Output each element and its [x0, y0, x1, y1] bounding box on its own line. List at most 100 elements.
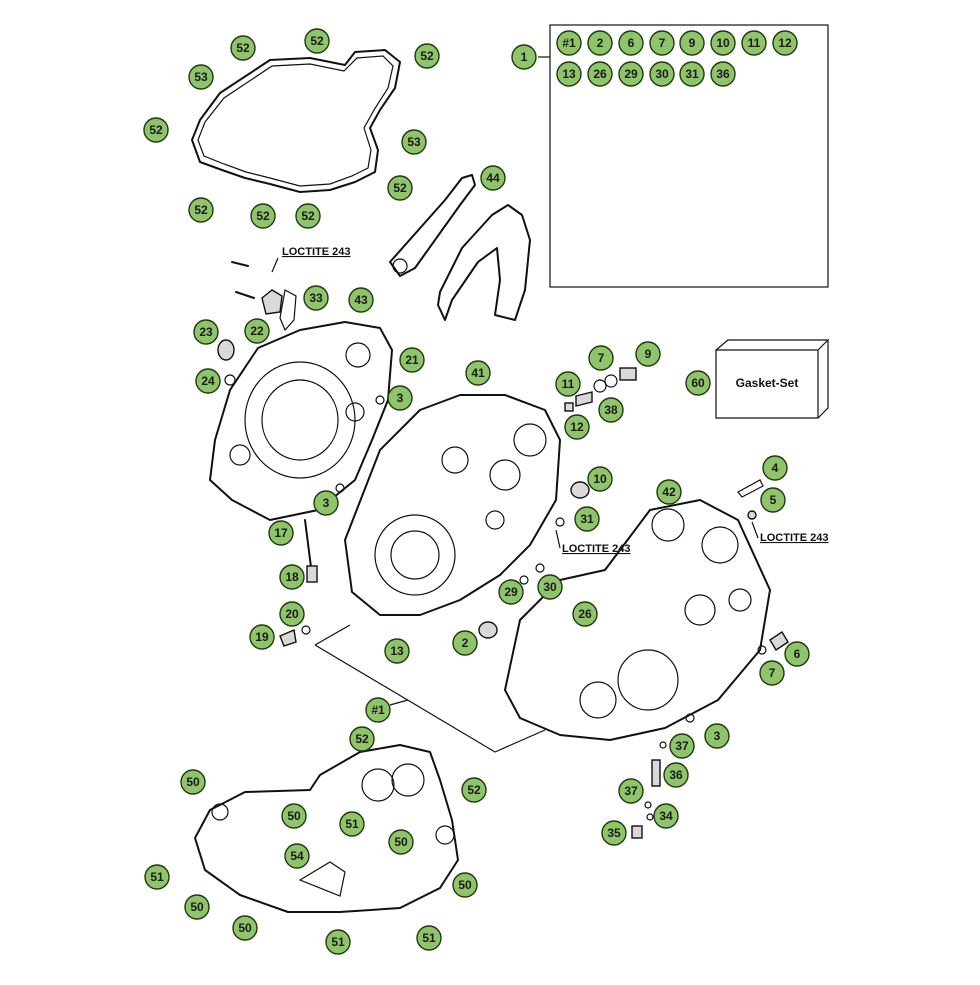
part-callout-badge	[250, 203, 276, 229]
kit-item-callout: 2	[587, 30, 613, 56]
part-callout-label: 50	[287, 809, 301, 823]
kit-item-callout-label: 2	[597, 36, 604, 50]
bottom-gasket-insert-54	[298, 861, 346, 897]
kit-item-callout: 29	[618, 61, 644, 87]
part-callout: 20	[279, 601, 305, 627]
kit-item-callout-badge	[679, 30, 705, 56]
left-case-bore-1	[513, 423, 547, 457]
kickstart-lever	[389, 174, 531, 321]
part-callout-label: 52	[355, 732, 369, 746]
left-crankcase-half	[344, 394, 561, 616]
part-callout-badge	[465, 360, 491, 386]
part-callout-label: 51	[150, 870, 164, 884]
part-callout-badge	[601, 820, 627, 846]
kit-item-callout-label: 26	[593, 67, 607, 81]
part-callout-label: 7	[598, 351, 605, 365]
part-callout-badge	[249, 624, 275, 650]
part-callout-badge	[268, 520, 294, 546]
part-callout: 29	[498, 579, 524, 605]
part-callout-badge	[784, 641, 810, 667]
bracket-33	[279, 289, 297, 332]
part-callout-badge	[184, 894, 210, 920]
part-callout-label: 17	[274, 526, 288, 540]
part-callout: 18	[279, 564, 305, 590]
part-callout: 3	[313, 490, 339, 516]
part-callout-badge	[498, 579, 524, 605]
plug-35	[631, 825, 643, 839]
part-callout: 34	[653, 803, 679, 829]
kit-item-callout-label: 7	[659, 36, 666, 50]
part-callout: 5	[760, 487, 786, 513]
part-callout: 52	[143, 117, 169, 143]
part-callout-label: 7	[769, 666, 776, 680]
part-callout: 37	[669, 733, 695, 759]
part-callout: 7	[759, 660, 785, 686]
kit-item-callout-label: 30	[655, 67, 669, 81]
part-callout-badge	[230, 35, 256, 61]
part-callout-badge	[339, 811, 365, 837]
part-callout: 51	[339, 811, 365, 837]
part-callout-label: 30	[543, 580, 557, 594]
kick-lever-arm	[389, 174, 476, 277]
part-callout: 50	[452, 872, 478, 898]
part-callout-label: 53	[407, 135, 421, 149]
part-callout-badge	[555, 371, 581, 397]
kit-item-callout: 36	[710, 61, 736, 87]
loctite-leader-top	[271, 257, 279, 273]
part-callout: 6	[784, 641, 810, 667]
part-callout: 35	[601, 820, 627, 846]
part-callout: 11	[555, 371, 581, 397]
part-callout-label: 51	[422, 931, 436, 945]
part-callout: 50	[281, 803, 307, 829]
kit-item-callout-label: 13	[562, 67, 576, 81]
part-callout-badge	[572, 601, 598, 627]
part-callout-badge	[284, 843, 310, 869]
left-case-bearing	[374, 514, 456, 596]
part-callout-label: 42	[662, 485, 676, 499]
part-callout-label: 6	[794, 647, 801, 661]
kit-item-callout-badge	[556, 61, 582, 87]
kit-item-callout: 26	[587, 61, 613, 87]
part-callout-badge	[574, 506, 600, 532]
part-callout-badge	[618, 778, 644, 804]
part-callout: 41	[465, 360, 491, 386]
part-callout-badge	[244, 318, 270, 344]
part-callout-badge	[635, 341, 661, 367]
part-callout-label: 52	[310, 34, 324, 48]
part-callout-badge	[365, 697, 391, 723]
part-callout-badge	[461, 777, 487, 803]
case-gasket-reference	[314, 624, 546, 753]
part-9	[619, 367, 637, 381]
washer-31	[555, 517, 565, 527]
part-callout-badge	[416, 925, 442, 951]
crankcase-gasket	[194, 744, 459, 913]
right-case-bore-4	[579, 681, 617, 719]
kit-callout: 1	[511, 44, 537, 70]
kit-item-callout: 7	[649, 30, 675, 56]
part-callout-label: 52	[149, 123, 163, 137]
part-callout: 30	[537, 574, 563, 600]
part-callout-label: 13	[390, 644, 404, 658]
clutch-cover-port	[345, 342, 371, 368]
part-callout-label: 54	[290, 849, 304, 863]
bushing-10	[570, 481, 590, 499]
spring-36	[651, 759, 661, 787]
part-callout-label: 5	[770, 493, 777, 507]
part-callout: 50	[180, 769, 206, 795]
pin-4	[737, 479, 764, 498]
part-callout-label: 12	[570, 420, 584, 434]
part-callout-label: #1	[371, 703, 385, 717]
kit-item-callout: 30	[649, 61, 675, 87]
part-callout: 44	[480, 165, 506, 191]
part-callout-badge	[704, 723, 730, 749]
loctite-labels: LOCTITE 243 LOCTITE 243 LOCTITE 243	[271, 246, 828, 555]
part-callout: 38	[598, 397, 624, 423]
kit-item-callout-label: 36	[716, 67, 730, 81]
part-callout: 2	[452, 630, 478, 656]
part-callout-badge	[762, 455, 788, 481]
part-callout-badge	[279, 564, 305, 590]
part-callout: 51	[325, 929, 351, 955]
washer-7	[757, 645, 767, 655]
part-callout: 52	[349, 726, 375, 752]
